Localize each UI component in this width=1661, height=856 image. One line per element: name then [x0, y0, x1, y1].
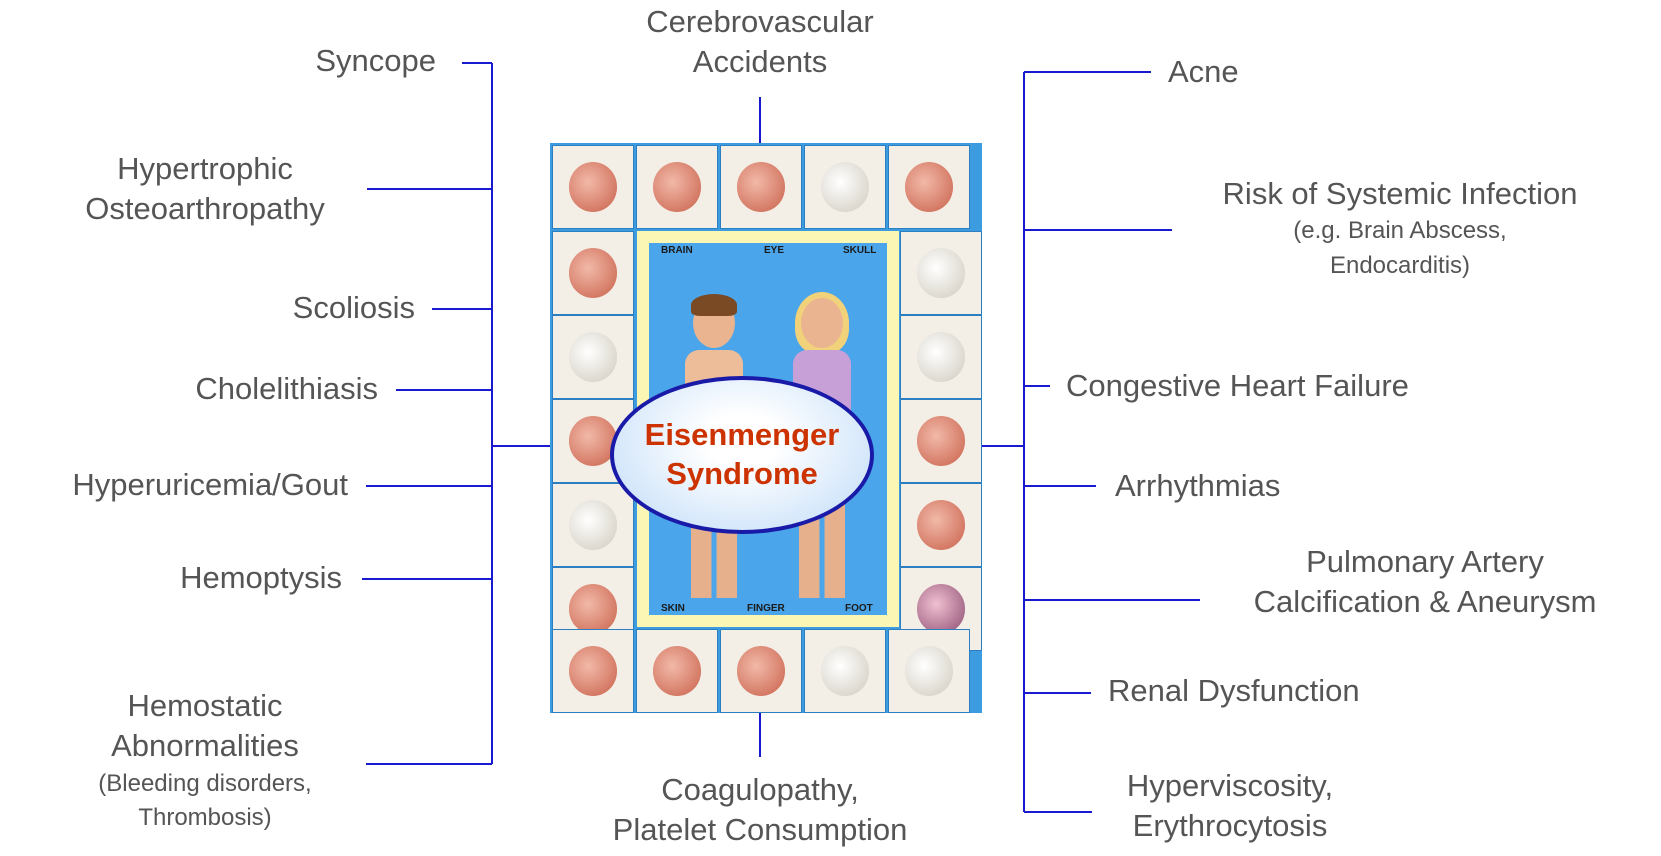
infection-line1: Risk of Systemic Infection	[1180, 174, 1620, 214]
ribcage-illustration	[552, 315, 634, 399]
center-node: Eisenmenger Syndrome	[610, 376, 874, 534]
label-infection: Risk of Systemic Infection (e.g. Brain A…	[1180, 174, 1620, 284]
hypertrophic-line2: Osteoarthropathy	[40, 189, 370, 229]
infection-line3: Endocarditis)	[1180, 249, 1620, 284]
label-pulmonary: Pulmonary Artery Calcification & Aneurys…	[1205, 542, 1645, 623]
label-cholelithiasis: Cholelithiasis	[195, 369, 378, 409]
caption-eye: EYE	[764, 245, 784, 256]
label-cerebrovascular: Cerebrovascular Accidents	[600, 2, 920, 83]
pulmonary-line1: Pulmonary Artery	[1205, 542, 1645, 582]
foot-illustration	[804, 629, 886, 713]
label-renal: Renal Dysfunction	[1108, 671, 1360, 711]
hyperviscosity-line1: Hyperviscosity,	[1090, 766, 1370, 806]
spine-illustration	[900, 315, 982, 399]
hemostatic-line1: Hemostatic	[50, 686, 360, 726]
label-hemoptysis: Hemoptysis	[180, 558, 342, 598]
label-scoliosis: Scoliosis	[293, 288, 415, 328]
eye-illustration	[720, 145, 802, 229]
hemostatic-line3: (Bleeding disorders,	[50, 767, 360, 802]
lungs-illustration	[900, 483, 982, 567]
center-title-line2: Syndrome	[666, 455, 818, 494]
hemostatic-line4: Thrombosis)	[50, 801, 360, 836]
label-hyperuricemia: Hyperuricemia/Gout	[72, 465, 348, 505]
knee-illustration	[888, 629, 970, 713]
finger-illustration	[720, 629, 802, 713]
coagulopathy-line2: Platelet Consumption	[570, 810, 950, 850]
coagulopathy-line1: Coagulopathy,	[570, 770, 950, 810]
label-acne: Acne	[1168, 52, 1239, 92]
label-syncope: Syncope	[315, 41, 436, 81]
label-hypertrophic: Hypertrophic Osteoarthropathy	[40, 149, 370, 230]
tooth-illustration	[900, 231, 982, 315]
label-arrhythmias: Arrhythmias	[1115, 466, 1280, 506]
hand-illustration	[552, 483, 634, 567]
brain-illustration	[636, 145, 718, 229]
mouth-illustration	[552, 231, 634, 315]
heart-illustration	[900, 399, 982, 483]
cerebrovascular-line2: Accidents	[600, 42, 920, 82]
ear-illustration	[552, 145, 634, 229]
hypertrophic-line1: Hypertrophic	[40, 149, 370, 189]
label-chf: Congestive Heart Failure	[1066, 366, 1409, 406]
hyperviscosity-line2: Erythrocytosis	[1090, 806, 1370, 846]
cerebrovascular-line1: Cerebrovascular	[600, 2, 920, 42]
hemostatic-line2: Abnormalities	[50, 726, 360, 766]
skull-illustration	[804, 145, 886, 229]
nose-illustration	[888, 145, 970, 229]
caption-brain: BRAIN	[661, 245, 693, 256]
label-hemostatic: Hemostatic Abnormalities (Bleeding disor…	[50, 686, 360, 836]
stomach-illustration	[552, 629, 634, 713]
label-hyperviscosity: Hyperviscosity, Erythrocytosis	[1090, 766, 1370, 847]
infection-line2: (e.g. Brain Abscess,	[1180, 214, 1620, 249]
caption-skull: SKULL	[843, 245, 876, 256]
label-coagulopathy: Coagulopathy, Platelet Consumption	[570, 770, 950, 851]
skin-illustration	[636, 629, 718, 713]
pulmonary-line2: Calcification & Aneurysm	[1205, 582, 1645, 622]
center-title-line1: Eisenmenger	[645, 416, 840, 455]
